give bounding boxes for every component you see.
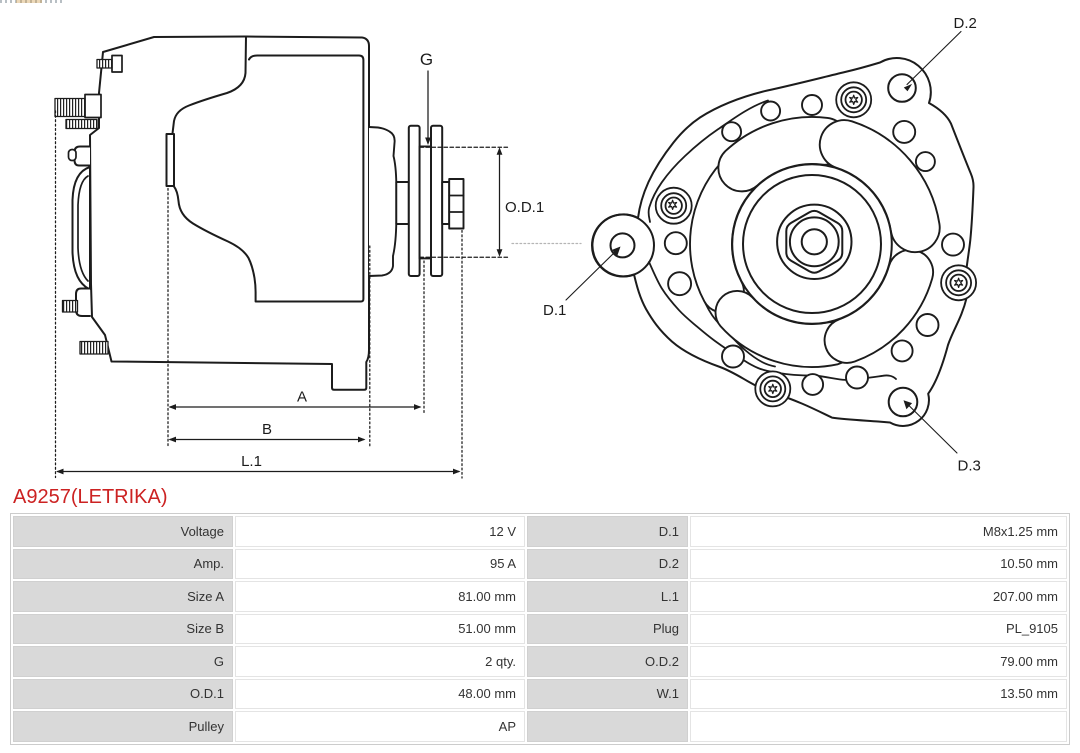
svg-text:O.D.1: O.D.1 [505, 199, 544, 216]
svg-text:D.3: D.3 [958, 458, 981, 475]
svg-text:D.2: D.2 [954, 15, 977, 32]
svg-text:G: G [420, 50, 433, 69]
svg-text:D.1: D.1 [543, 302, 566, 319]
svg-text:L.1: L.1 [241, 453, 262, 470]
svg-text:B: B [262, 421, 272, 438]
svg-text:A: A [297, 389, 307, 406]
